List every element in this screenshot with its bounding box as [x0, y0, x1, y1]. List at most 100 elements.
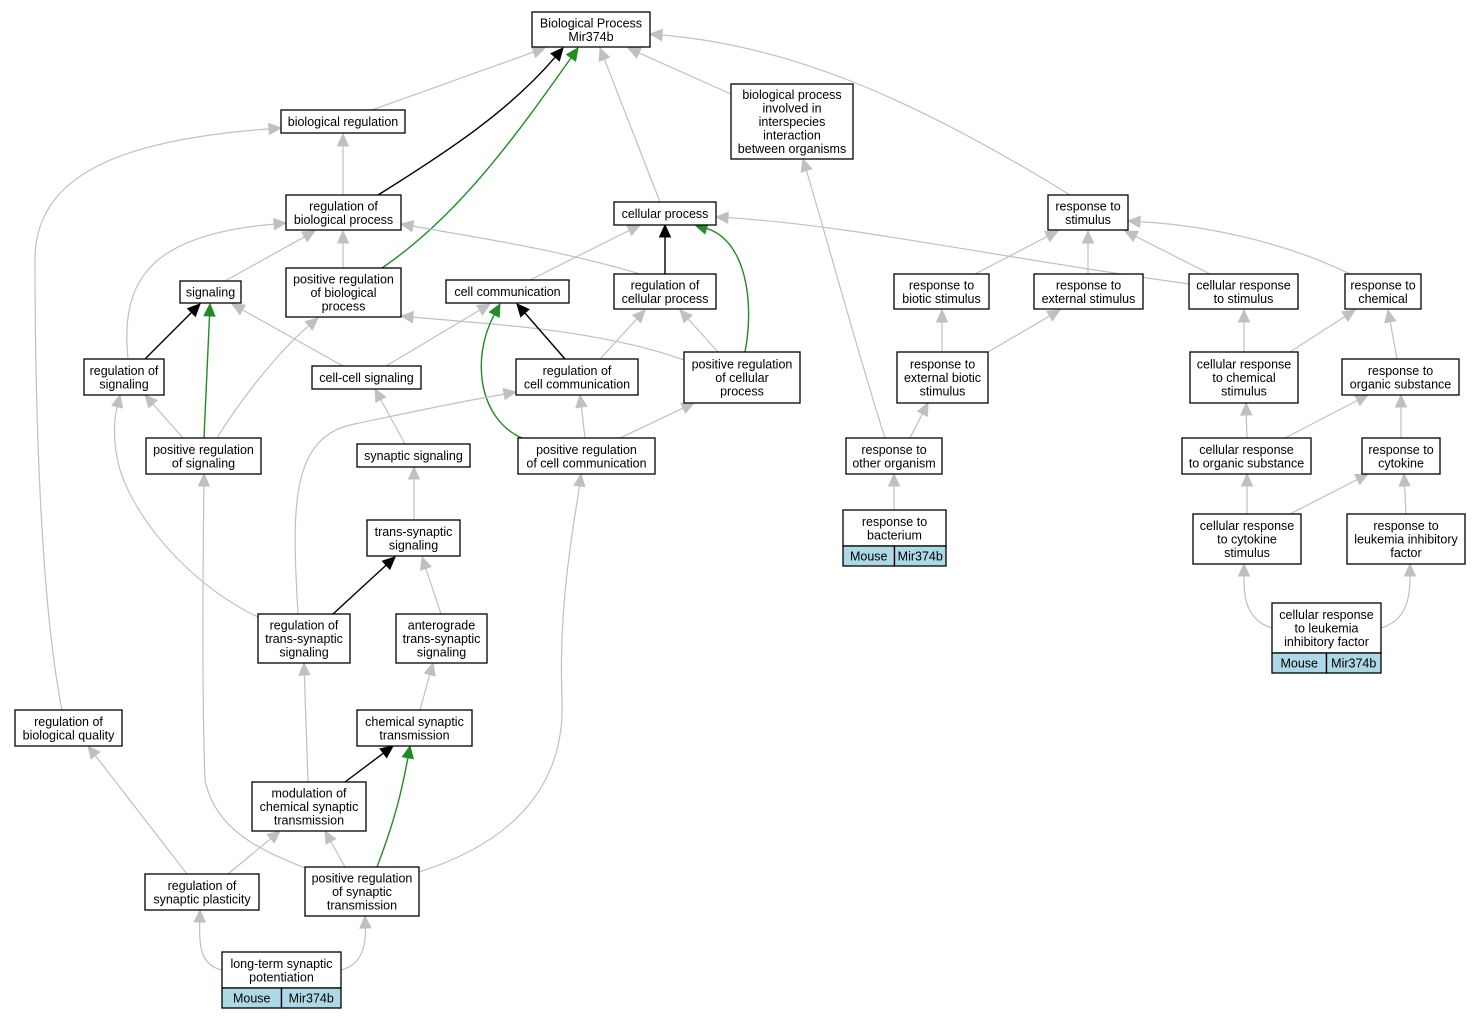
node-label-line: of cellular [715, 371, 769, 385]
node-label-line: biological process [742, 88, 841, 102]
node-label-line: synaptic plasticity [153, 892, 251, 906]
species-cell-label: Mouse [850, 550, 888, 564]
node-cellproc[interactable]: cellular process [613, 201, 717, 226]
arrowhead-modchem-to-regtranssyn [298, 661, 311, 676]
node-label-line: response to [861, 443, 926, 457]
edge-posregcellproc-to-posregbp [412, 316, 685, 361]
node-signaling[interactable]: signaling [179, 280, 242, 304]
edge-cellproc-to-bp [603, 58, 661, 203]
node-label-line: of cell communication [526, 456, 646, 470]
node-label-line: cellular response [1199, 443, 1294, 457]
node-synsig[interactable]: synaptic signaling [356, 443, 471, 468]
edge-posregsig-to-signaling [203, 315, 211, 439]
node-box [145, 437, 262, 475]
arrowhead-regbp-to-bp [550, 47, 564, 62]
arrowhead-posregsig-to-regsig [144, 394, 159, 409]
node-label-line: to leukemia [1295, 622, 1359, 636]
node-box [356, 709, 473, 747]
edge-regbioqual-to-bioreg [34, 128, 270, 711]
node-label-line: positive regulation [312, 872, 413, 886]
node-label-line: external stimulus [1042, 292, 1136, 306]
node-box [395, 613, 488, 664]
edge-cellcomm-to-cellproc [529, 229, 630, 281]
arrowhead-cellresplif-to-resplif [1403, 562, 1417, 577]
arrowhead-cellresplif-to-cellrespcyt [1237, 562, 1251, 577]
arrowhead-posregcellcomm-to-regcellcomm [575, 393, 588, 409]
node-label-line: cell communication [524, 377, 630, 391]
node-label-line: stimulus [1221, 385, 1267, 399]
node-bioreg[interactable]: biological regulation [280, 109, 406, 134]
node-label-line: to stimulus [1214, 292, 1274, 306]
node-label-line: positive regulation [293, 273, 394, 287]
species-cell [280, 987, 342, 1009]
arrowhead-regsynplast-to-regbioqual [87, 745, 101, 760]
node-box [280, 109, 406, 134]
edge-posregsyn-to-posregsig [202, 485, 306, 869]
node-cellcomm[interactable]: cell communication [445, 279, 570, 304]
node-label-line: response to [1350, 278, 1415, 292]
arrowhead-posregsyn-to-chemsyn [401, 744, 414, 760]
species-cell-label: Mir374b [289, 992, 334, 1006]
arrowhead-regbioqual-to-bioreg [268, 122, 283, 136]
node-label-line: chemical [1358, 292, 1407, 306]
node-label-line: response to [1056, 278, 1121, 292]
arrowhead-cellrespcyt-to-cellresporg [1240, 472, 1254, 487]
node-box [1361, 437, 1441, 475]
arrowhead-interspecies-to-bp [626, 47, 642, 59]
node-box [517, 437, 656, 475]
edge-regsynplast-to-modchem [227, 838, 272, 875]
node-label-line: positive regulation [692, 358, 793, 372]
edge-cellrespcyt-to-respcyt [1289, 478, 1358, 515]
node-box [1341, 358, 1460, 396]
node-cellcell[interactable]: cell-cell signaling [311, 365, 422, 390]
edge-posregsig-to-posregbp [216, 325, 310, 439]
edge-regbp-to-bp [377, 56, 556, 196]
edge-chemsyn-to-antero [419, 674, 431, 711]
species-cell [893, 545, 947, 567]
species-cell-label: Mouse [233, 992, 271, 1006]
edge-ltp-to-regsynplast [198, 921, 223, 971]
node-label-line: biological process [294, 213, 393, 227]
arrowhead-posregcellcomm-to-cellcomm [488, 302, 501, 319]
edge-cellresporg-to-cellrespchem [1245, 414, 1248, 439]
node-label-line: biological quality [23, 728, 115, 742]
arrowhead-antero-to-transsyn [420, 555, 432, 571]
node-label-line: positive regulation [153, 443, 254, 457]
arrowhead-cellproc-to-bp [598, 46, 611, 62]
